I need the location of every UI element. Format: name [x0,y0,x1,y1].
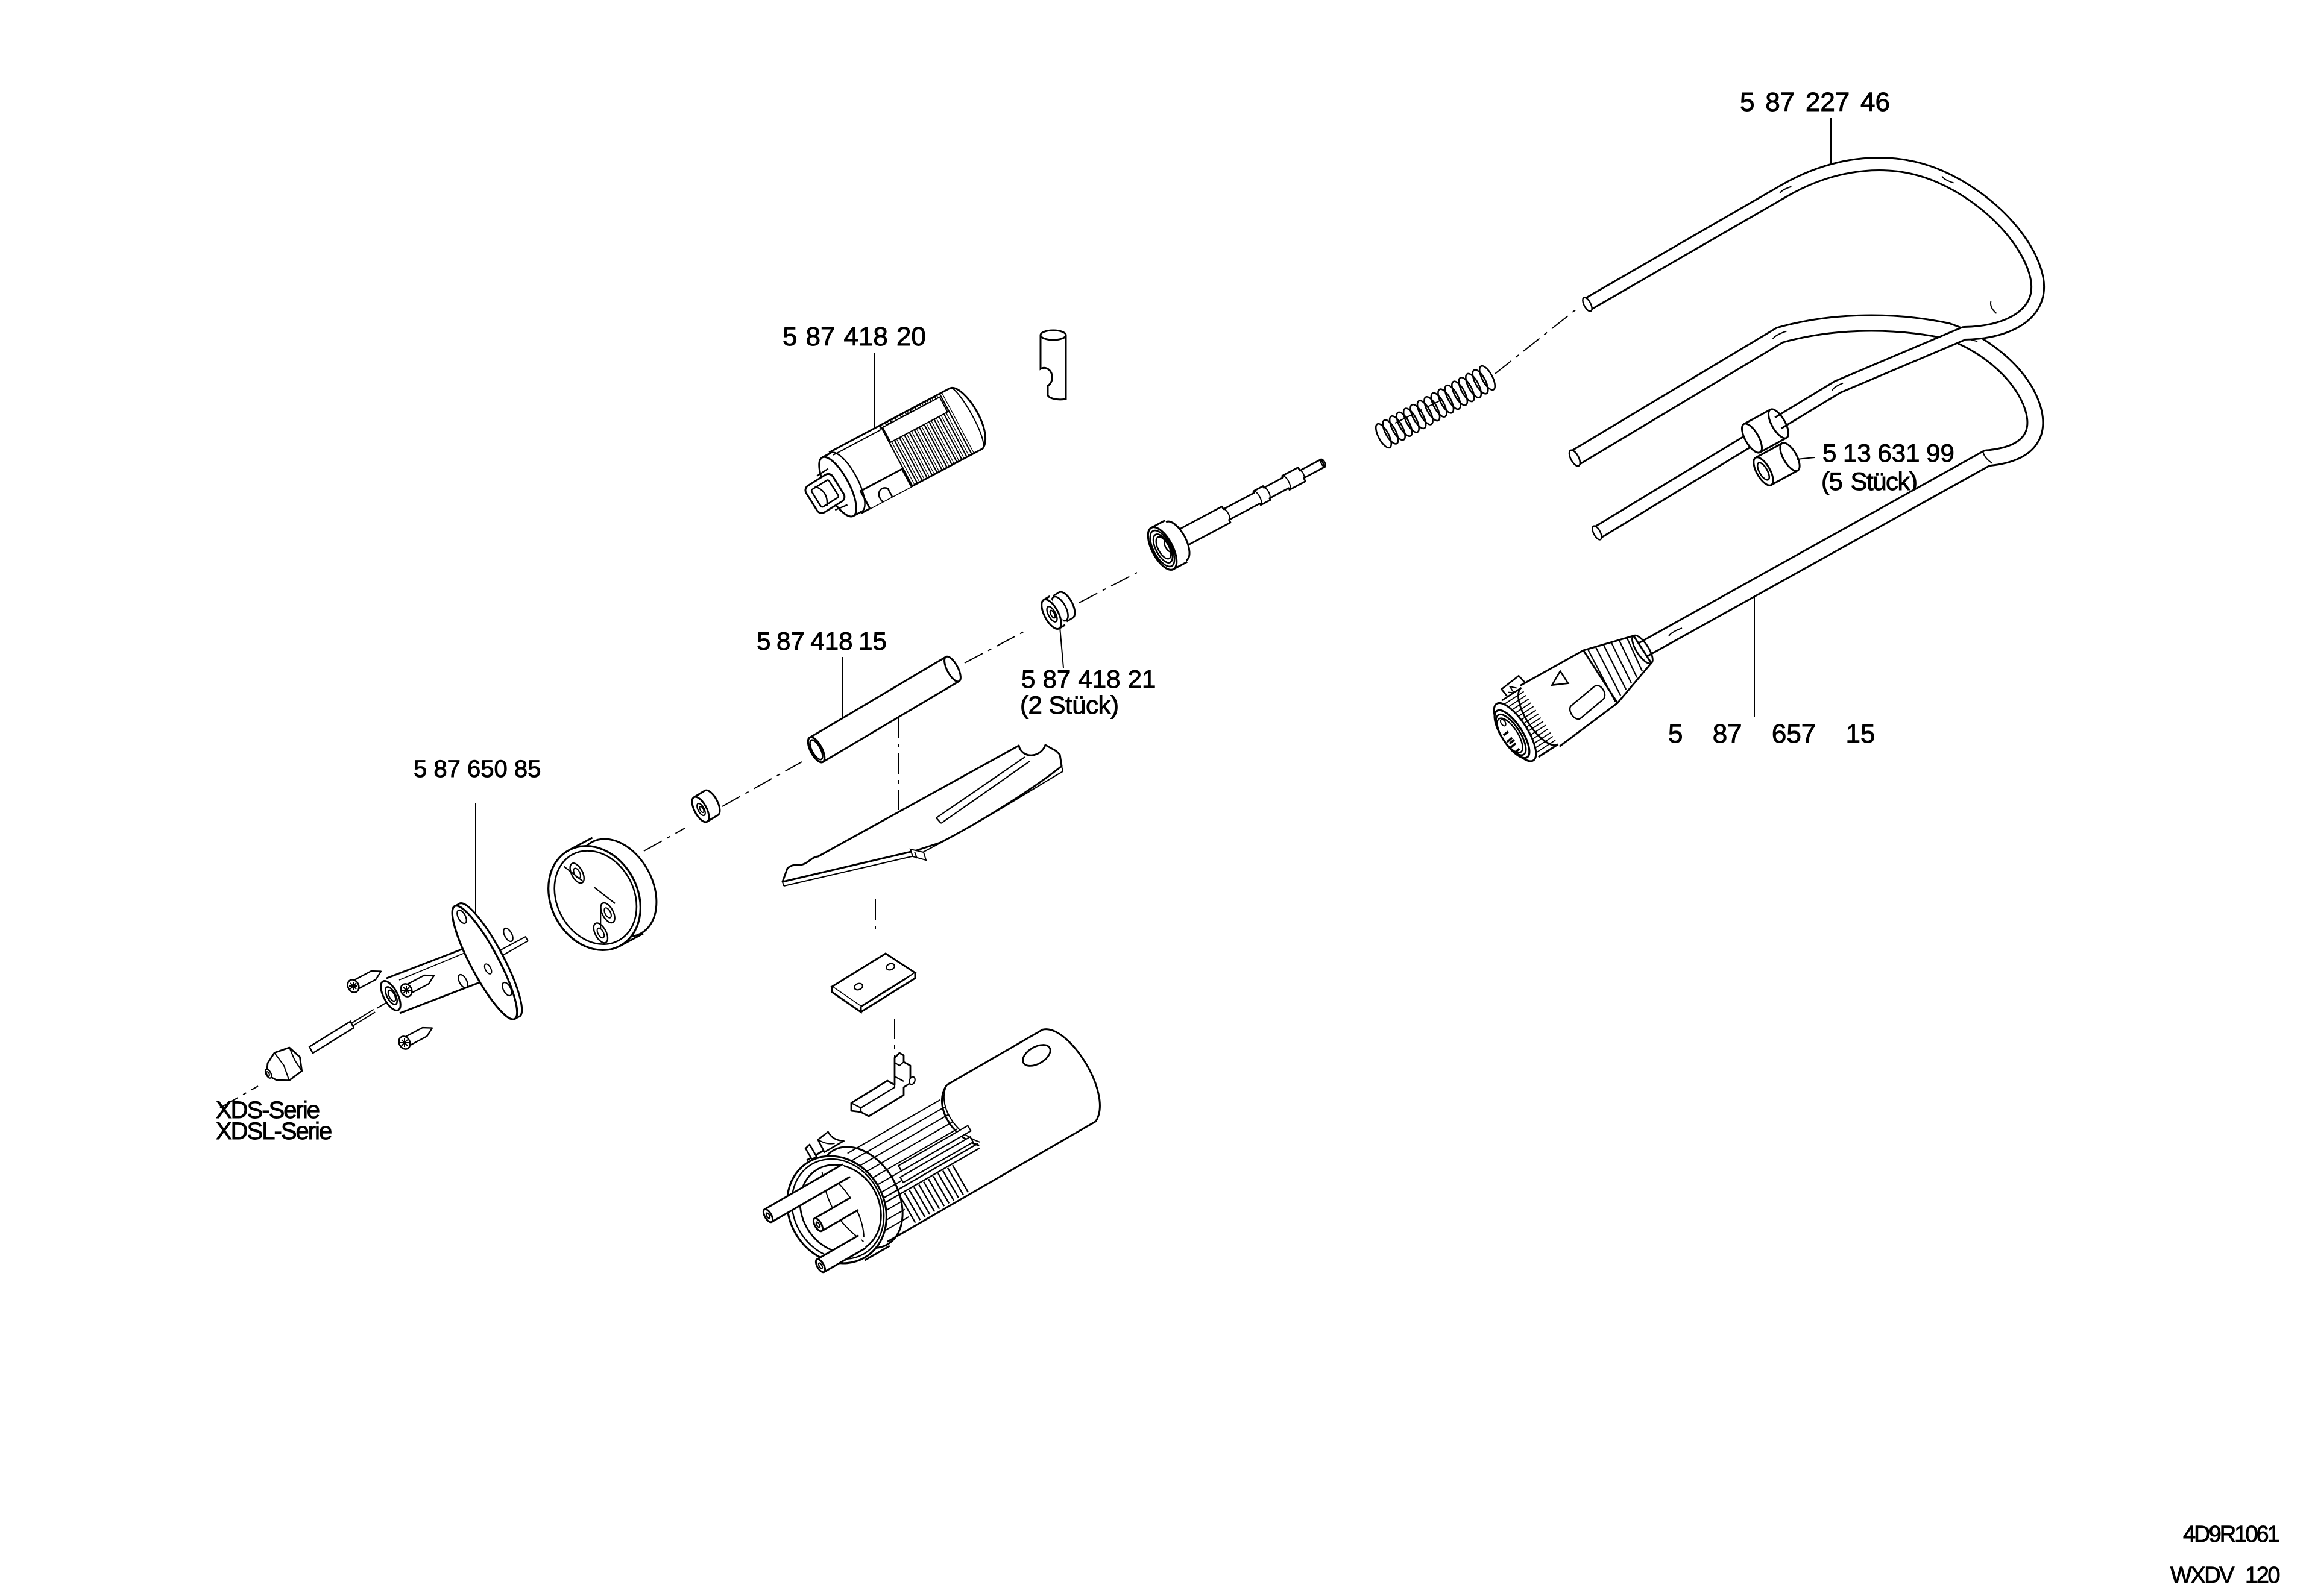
svg-text:5 87 418 21: 5 87 418 21 [1021,665,1156,693]
svg-text:5 87 418 20: 5 87 418 20 [783,322,926,351]
svg-text:(5 Stück): (5 Stück) [1821,467,1917,495]
svg-text:5 87 418 15: 5 87 418 15 [757,627,887,655]
svg-text:XDS-Serie: XDS-Serie [216,1097,320,1123]
svg-text:5 87 650 85: 5 87 650 85 [414,756,541,782]
svg-text:5 13 631 99: 5 13 631 99 [1822,439,1954,467]
svg-text:(2 Stück): (2 Stück) [1020,691,1119,719]
svg-text:5 87 657 15: 5 87 657 15 [1668,719,1875,749]
svg-text:XDSL-Serie: XDSL-Serie [216,1118,332,1145]
svg-text:4D9R1061: 4D9R1061 [2183,1522,2279,1547]
svg-text:5 87 227 46: 5 87 227 46 [1740,87,1890,117]
svg-text:WXDV 120: WXDV 120 [2170,1563,2279,1588]
